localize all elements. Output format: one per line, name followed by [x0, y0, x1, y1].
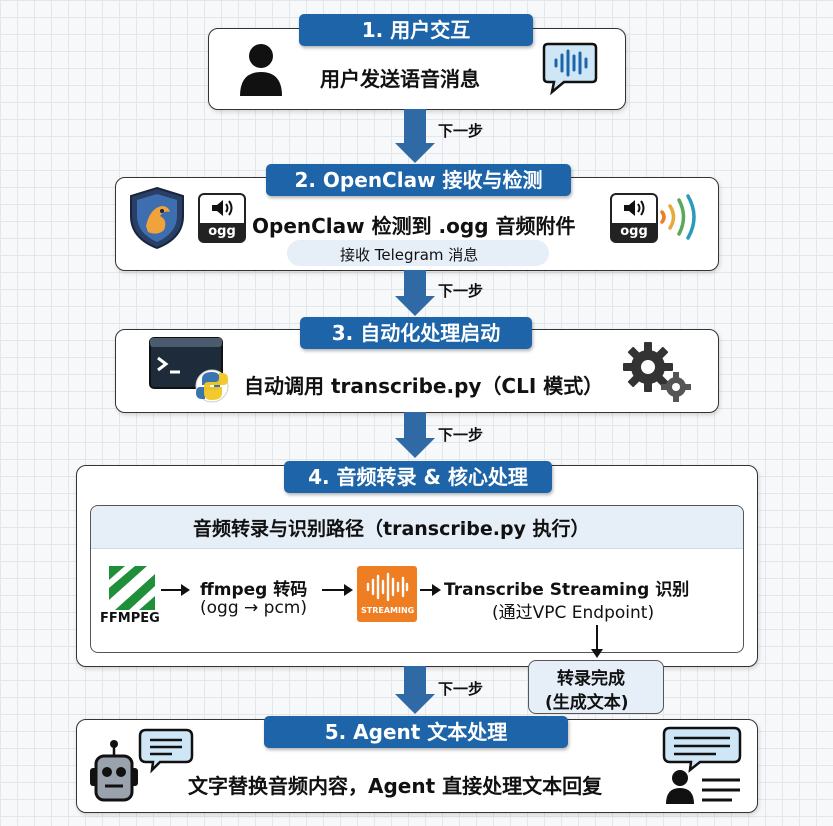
- shield-icon: [130, 186, 184, 250]
- step2-text: OpenClaw 检测到 .ogg 音频附件: [252, 214, 576, 238]
- arrow-to-ffmpeg-head: [181, 584, 190, 596]
- ogg-file-label-right: ogg: [612, 223, 656, 241]
- next-step-label-1: 下一步: [438, 122, 484, 140]
- flow-arrow-4: [404, 666, 426, 696]
- next-step-label-4: 下一步: [438, 680, 484, 698]
- ffmpeg-logo-icon: [109, 566, 155, 610]
- ffmpeg-logo-text: FFMPEG: [100, 611, 160, 626]
- transcribe-streaming-label: Transcribe Streaming 识别: [444, 580, 690, 600]
- flow-arrow-4-head: [395, 694, 435, 714]
- ogg-file-icon-right: ogg: [610, 193, 658, 243]
- gears-icon: [623, 342, 691, 402]
- step5-banner: 5. Agent 文本处理: [264, 716, 568, 748]
- flow-arrow-1: [404, 109, 426, 143]
- arrow-to-done: [596, 625, 598, 651]
- flow-arrow-3-head: [395, 438, 435, 458]
- step2-banner: 2. OpenClaw 接收与检测: [266, 164, 571, 196]
- ogg-file-icon: ogg: [198, 193, 246, 243]
- arrow-to-streaming-head: [344, 584, 353, 596]
- flow-arrow-2: [404, 270, 426, 298]
- step3-text: 自动调用 transcribe.py（CLI 模式）: [244, 374, 604, 398]
- voice-message-icon: [542, 42, 598, 96]
- step1-text: 用户发送语音消息: [320, 67, 480, 91]
- arrow-to-transcribe-head: [432, 584, 441, 596]
- streaming-logo-text: STREAMING: [361, 606, 415, 615]
- robot-chat-icon: [90, 728, 194, 802]
- transcribe-panel: [90, 505, 744, 653]
- step1-banner: 1. 用户交互: [299, 14, 533, 46]
- ffmpeg-transcode-detail: (ogg → pcm): [200, 598, 307, 618]
- streaming-logo-icon: STREAMING: [357, 566, 417, 622]
- transcribe-panel-header: [91, 506, 743, 549]
- next-step-label-2: 下一步: [438, 282, 484, 300]
- transcribe-panel-title: 音频转录与识别路径（transcribe.py 执行）: [193, 518, 590, 540]
- transcription-done-label: 转录完成: [557, 669, 625, 689]
- flow-arrow-1-head: [395, 143, 435, 163]
- ogg-file-label: ogg: [200, 223, 244, 241]
- arrow-to-transcribe: [420, 589, 434, 591]
- telegram-pill: [287, 240, 549, 266]
- flow-arrow-3: [404, 412, 426, 440]
- step4-banner: 4. 音频转录 & 核心处理: [284, 461, 552, 493]
- user-icon: [240, 44, 282, 96]
- arrow-to-streaming: [322, 589, 346, 591]
- transcription-done-box: [528, 660, 664, 714]
- user-reply-icon: [662, 726, 742, 804]
- transcription-done-detail: (生成文本): [545, 693, 629, 713]
- step5-text: 文字替换音频内容，Agent 直接处理文本回复: [188, 774, 603, 798]
- transcribe-streaming-detail: (通过VPC Endpoint): [492, 603, 655, 623]
- arrow-to-done-head: [591, 649, 603, 658]
- step3-banner: 3. 自动化处理启动: [300, 317, 532, 349]
- flow-arrow-2-head: [395, 296, 435, 316]
- audio-wave-icon: [660, 194, 696, 240]
- arrow-to-ffmpeg: [161, 589, 183, 591]
- next-step-label-3: 下一步: [438, 426, 484, 444]
- terminal-python-icon: [149, 337, 229, 403]
- telegram-pill-text: 接收 Telegram 消息: [340, 246, 479, 264]
- ffmpeg-transcode-label: ffmpeg 转码: [200, 580, 308, 600]
